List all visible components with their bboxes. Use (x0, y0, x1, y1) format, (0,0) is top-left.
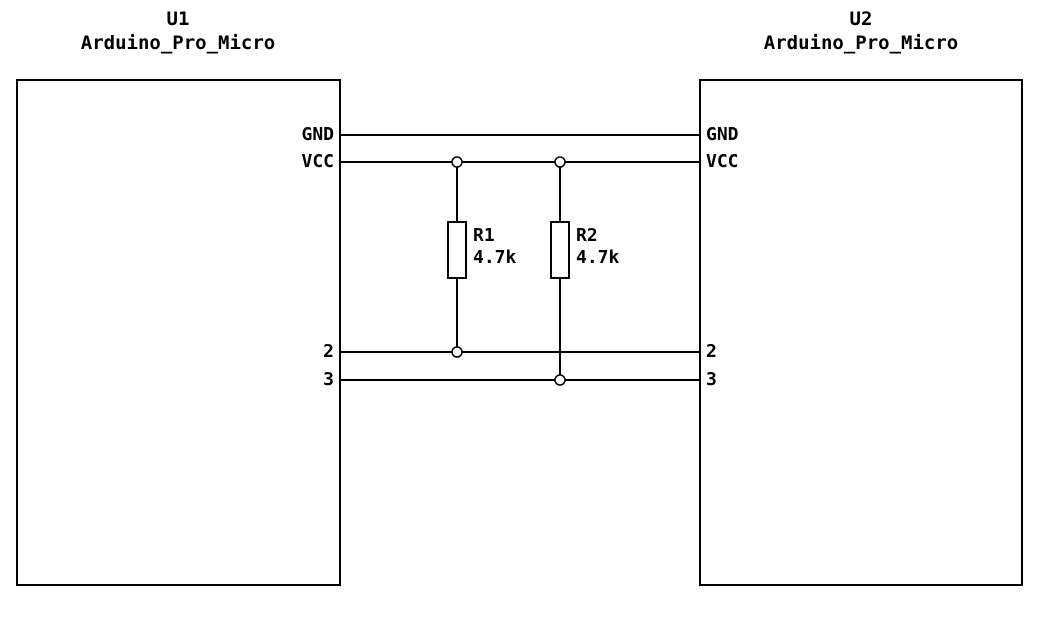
u2-pin-gnd-label: GND (706, 124, 739, 145)
u1-body[interactable] (16, 79, 341, 586)
component-u1: U1 Arduino_Pro_Micro GND VCC 2 3 (16, 8, 341, 586)
junction-r2-vcc (554, 156, 566, 168)
r1-reference-label: R1 (473, 225, 495, 246)
junction-r1-vcc (451, 156, 463, 168)
u2-pin-vcc-label: VCC (706, 151, 739, 172)
r2-value-label: 4.7k (576, 247, 620, 268)
u1-pin-gnd-label: GND (301, 124, 334, 145)
u2-pin-2-label: 2 (706, 341, 717, 362)
component-u2: U2 Arduino_Pro_Micro GND VCC 2 3 (699, 8, 1023, 586)
u2-body[interactable] (699, 79, 1023, 586)
u2-reference-label: U2 (850, 8, 873, 30)
u1-pin-vcc-label: VCC (301, 151, 334, 172)
u2-pin-3-label: 3 (706, 369, 717, 390)
r1-body[interactable] (447, 221, 467, 279)
component-r2: R2 4.7k (550, 162, 620, 380)
r2-reference-label: R2 (576, 225, 598, 246)
r1-value-label: 4.7k (473, 247, 517, 268)
component-r1: R1 4.7k (447, 162, 517, 352)
u1-pin-3-label: 3 (323, 369, 334, 390)
r2-body[interactable] (550, 221, 570, 279)
u1-reference-label: U1 (167, 8, 190, 30)
junction-r2-pin3 (554, 374, 566, 386)
u2-value-label: Arduino_Pro_Micro (764, 32, 958, 54)
u1-pin-2-label: 2 (323, 341, 334, 362)
u1-value-label: Arduino_Pro_Micro (81, 32, 275, 54)
junction-r1-pin2 (451, 346, 463, 358)
